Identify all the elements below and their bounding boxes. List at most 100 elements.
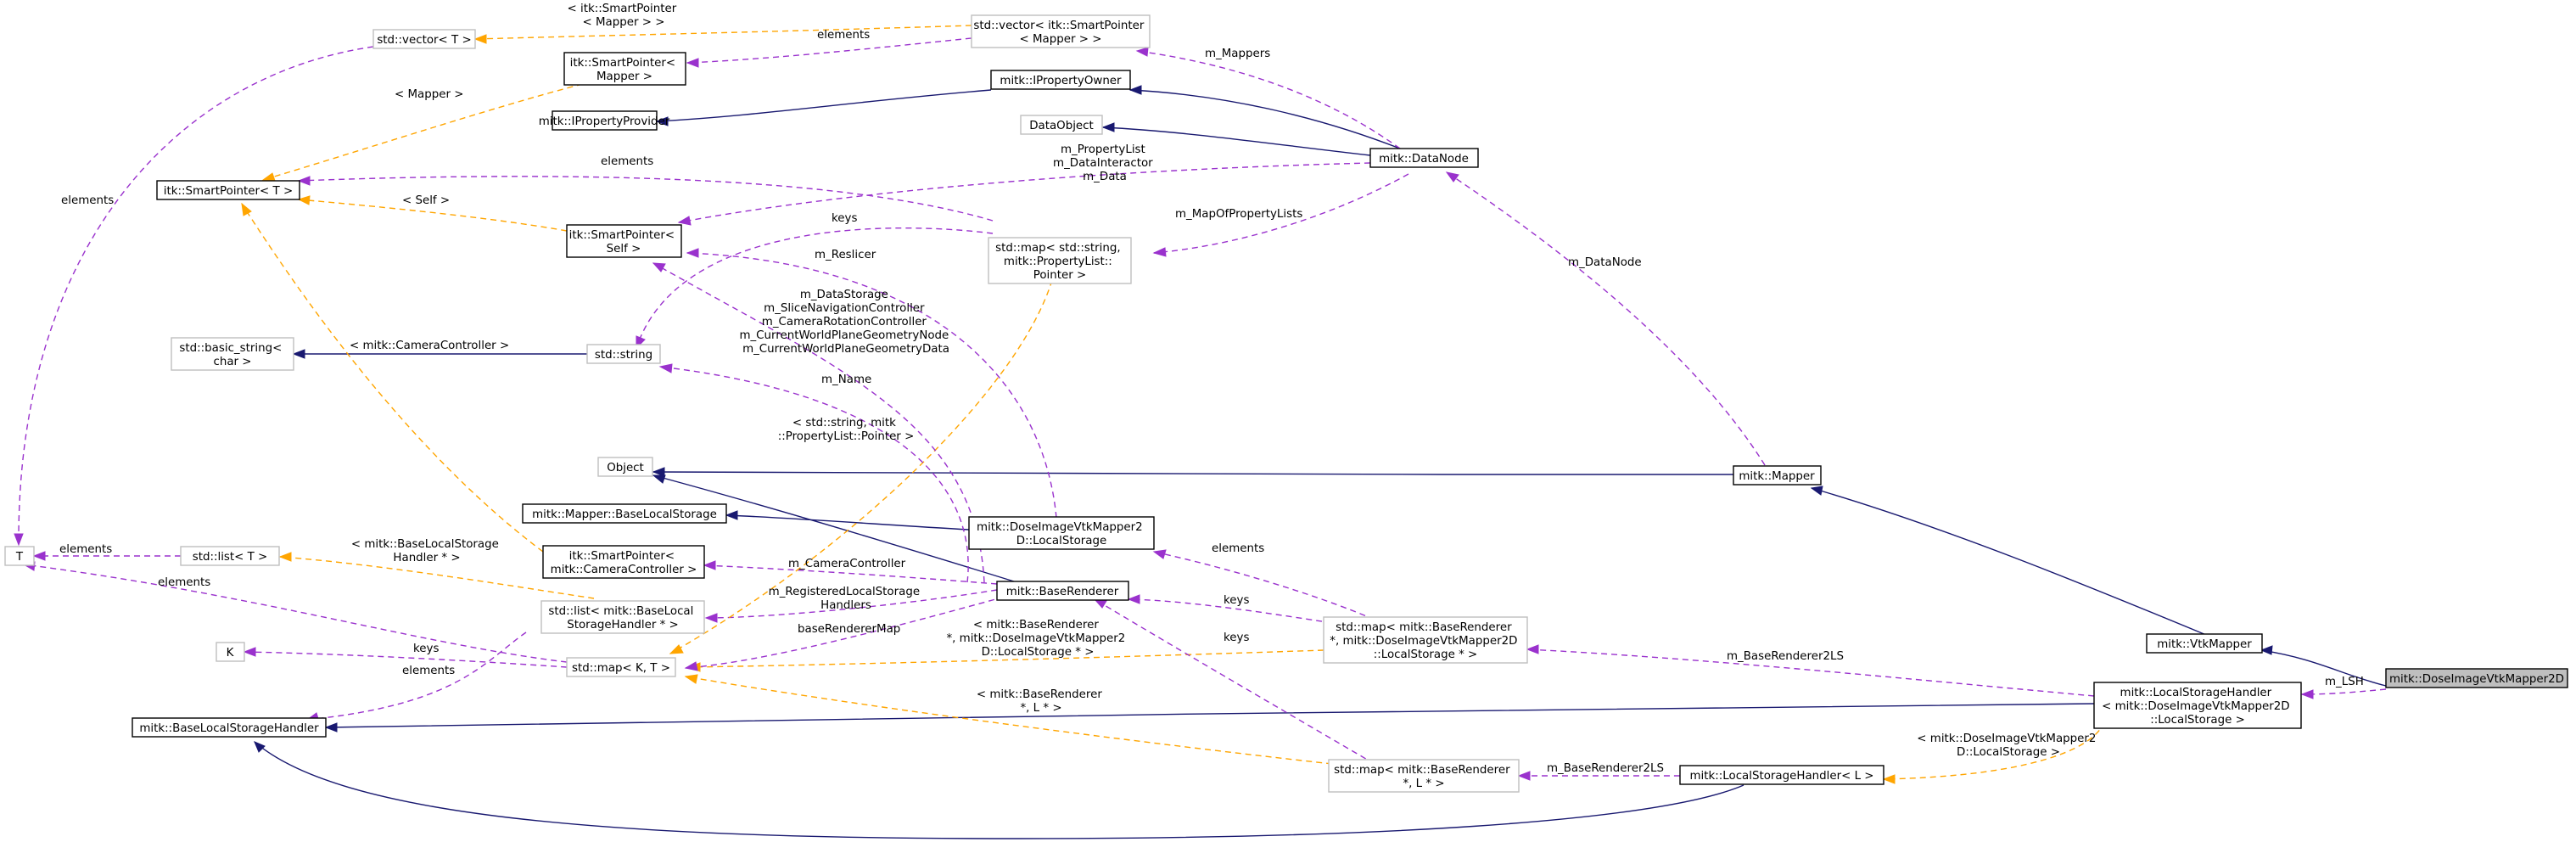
edge-use-elements-ls: [1153, 551, 1375, 620]
node-list-baselocal[interactable]: std::list< mitk::BaseLocal StorageHandle…: [540, 600, 705, 634]
edge-use-elements-T-left: [18, 46, 374, 546]
arrowhead: [292, 349, 305, 359]
svg-text:Object: Object: [607, 462, 644, 474]
edge-use-keys-K: [244, 651, 568, 668]
label-tpl-baserenderer-L: < mitk::BaseRenderer *, L * >: [977, 688, 1106, 715]
node-std-vector-T[interactable]: std::vector< T >: [372, 29, 476, 49]
edge-tpl-lshL: [1883, 721, 2105, 780]
node-basic-string[interactable]: std::basic_string< char >: [171, 337, 294, 371]
arrowhead: [1526, 644, 1539, 654]
node-dose-image-vtk-mapper-2d[interactable]: mitk::DoseImageVtkMapper2D: [2385, 668, 2568, 688]
node-map-K-T[interactable]: std::map< K, T >: [566, 657, 676, 677]
svg-text:itk::SmartPointer< Sel: itk::SmartPointer< Self >: [569, 229, 679, 255]
arrowhead: [243, 647, 256, 657]
arrowhead: [1517, 771, 1531, 781]
node-smartpointer-camera[interactable]: itk::SmartPointer< mitk::CameraControlle…: [542, 545, 705, 579]
arrowhead: [324, 722, 338, 733]
svg-text:mitk::IPropertyProvider: mitk::IPropertyProvider: [539, 115, 670, 128]
node-iproperty-owner[interactable]: mitk::IPropertyOwner: [990, 70, 1131, 90]
node-std-vector-smartpointer-mapper[interactable]: std::vector< itk::SmartPointer < Mapper …: [971, 14, 1151, 48]
label-tpl-string-pl: < std::string, mitk ::PropertyList::Poin…: [778, 417, 915, 443]
node-std-string[interactable]: std::string: [586, 344, 661, 364]
arrowhead: [254, 741, 266, 753]
label-tpl-baserenderer-ls: < mitk::BaseRenderer *, mitk::DoseImageV…: [946, 619, 1128, 659]
node-mapper-base-local-storage[interactable]: mitk::Mapper::BaseLocalStorage: [522, 503, 727, 524]
label-elements-T-left: elements: [61, 194, 114, 207]
label-elements-vec: elements: [817, 29, 870, 42]
node-local-storage-handler-L[interactable]: mitk::LocalStorageHandler< L >: [1679, 765, 1884, 785]
label-m_Mappers: m_Mappers: [1205, 48, 1270, 60]
label-keys-string: keys: [832, 212, 857, 225]
arrowhead: [684, 661, 698, 671]
label-tpl-dose-ls: < mitk::DoseImageVtkMapper2 D::LocalStor…: [1917, 733, 2099, 759]
svg-text:std::string: std::string: [595, 349, 652, 362]
node-map-baserenderer-L[interactable]: std::map< mitk::BaseRenderer *, L * >: [1328, 759, 1520, 793]
node-smartpointer-self[interactable]: itk::SmartPointer< Self >: [566, 224, 682, 258]
edge-use-keys-string: [636, 227, 994, 349]
arrowhead: [703, 560, 716, 570]
node-smartpointer-mapper[interactable]: itk::SmartPointer< Mapper >: [563, 52, 686, 86]
edge-tpl-camera: [241, 203, 544, 553]
node-map-baserenderer-ls[interactable]: std::map< mitk::BaseRenderer *, mitk::Do…: [1323, 616, 1528, 664]
svg-text:mitk::IPropertyOwner: mitk::IPropertyOwner: [1000, 75, 1122, 87]
node-K[interactable]: K: [216, 642, 245, 662]
svg-text:mitk::DoseImageVtkMapper2: mitk::DoseImageVtkMapper2 D::LocalStorag…: [977, 521, 1146, 547]
edge-tpl-string-pl: [669, 279, 1053, 654]
svg-text:std::map< mitk::BaseRenderer: std::map< mitk::BaseRenderer *, mitk::Do…: [1330, 621, 1520, 661]
node-map-string-propertylist[interactable]: std::map< std::string, mitk::PropertyLis…: [988, 237, 1132, 284]
label-elements-ls: elements: [1212, 542, 1264, 555]
node-base-renderer[interactable]: mitk::BaseRenderer: [996, 581, 1129, 601]
arrowhead: [278, 552, 292, 562]
node-vtk-mapper[interactable]: mitk::VtkMapper: [2146, 633, 2263, 654]
svg-text:K: K: [227, 647, 235, 660]
label-keys-map-ls: keys: [1224, 594, 1249, 607]
node-local-storage-handler-dose[interactable]: mitk::LocalStorageHandler < mitk::DoseIm…: [2093, 682, 2302, 729]
arrowhead: [704, 613, 718, 623]
label-m_PropertyList: m_PropertyList m_DataInteractor m_Data: [1053, 143, 1156, 183]
arrowhead: [297, 176, 311, 186]
label-elements-listT: elements: [59, 543, 112, 556]
node-list-T[interactable]: std::list< T >: [180, 546, 280, 566]
edge-inherit-ipropertyprovider: [656, 89, 992, 122]
node-dose-local-storage[interactable]: mitk::DoseImageVtkMapper2 D::LocalStorag…: [968, 516, 1155, 550]
label-tpl-mapper: < Mapper >: [395, 88, 463, 101]
edge-use-elements-T-bottom: [23, 564, 568, 663]
arrowhead: [686, 248, 699, 258]
label-elements-blsh: elements: [402, 665, 455, 677]
edge-use-propertylist: [678, 162, 1371, 223]
edge-inherit-vtkmapper: [2260, 649, 2387, 687]
arrowhead: [261, 172, 276, 182]
arrowhead: [669, 644, 684, 654]
arrowhead: [2300, 689, 2314, 699]
label-registered: m_RegisteredLocalStorage Handlers: [769, 586, 924, 612]
label-m_LSH: m_LSH: [2325, 676, 2364, 688]
svg-text:mitk::VtkMapper: mitk::VtkMapper: [2157, 638, 2252, 651]
label-keys-K: keys: [413, 643, 439, 655]
node-mapper[interactable]: mitk::Mapper: [1733, 465, 1822, 486]
node-base-local-storage-handler[interactable]: mitk::BaseLocalStorageHandler: [132, 717, 327, 738]
label-m_BaseRenderer2LS: m_BaseRenderer2LS: [1727, 650, 1844, 663]
edge-use-lsh: [2301, 688, 2387, 695]
arrowhead: [655, 116, 669, 126]
edge-use-mapofpropertylists: [1153, 173, 1409, 254]
node-smartpointer-T[interactable]: itk::SmartPointer< T >: [156, 180, 300, 200]
node-data-object[interactable]: DataObject: [1020, 115, 1103, 135]
svg-text:mitk::BaseLocalStorageHandler: mitk::BaseLocalStorageHandler: [139, 722, 319, 735]
arrowhead: [1445, 171, 1459, 182]
node-object[interactable]: Object: [597, 457, 653, 477]
arrowhead: [652, 474, 666, 484]
edge-tpl-sp-mapper: [474, 25, 972, 40]
edge-use-baserenderer2ls: [1526, 648, 2095, 697]
node-iproperty-provider[interactable]: mitk::IPropertyProvider: [539, 110, 670, 131]
arrowhead: [1152, 549, 1167, 559]
label-elements-T-bottom: elements: [158, 576, 210, 589]
node-T[interactable]: T: [4, 546, 35, 566]
edge-inherit-dataobject: [1102, 126, 1371, 156]
node-data-node[interactable]: mitk::DataNode: [1369, 148, 1479, 168]
svg-text:T: T: [15, 551, 24, 564]
label-m_Reslicer: m_Reslicer: [815, 249, 876, 261]
arrowhead: [32, 551, 46, 561]
svg-text:std::vector< T >: std::vector< T >: [377, 34, 471, 47]
arrowhead: [1101, 122, 1115, 132]
